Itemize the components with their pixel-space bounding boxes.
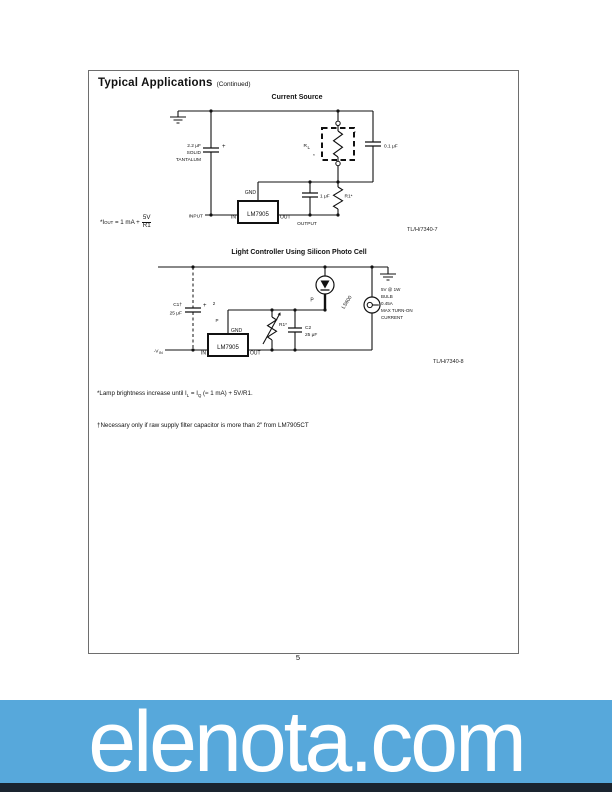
pot-label: R1* bbox=[279, 322, 287, 328]
fig1-input-capacitor: + 2.2 μF SOLID TANTALUM bbox=[176, 143, 226, 163]
fig1-output-label: OUTPUT bbox=[297, 221, 317, 227]
fig2-photocell: P LS600 2 P bbox=[213, 275, 354, 323]
load-label-sub: L bbox=[308, 145, 311, 150]
heading-continued-note: (Continued) bbox=[216, 81, 251, 88]
fn1-a: *Lamp brightness increase until I bbox=[97, 390, 187, 397]
footnote-capacitor: †Necessary only if raw supply filter cap… bbox=[97, 422, 309, 430]
fig2-filter-capacitor: + C1† 25 μF bbox=[170, 267, 207, 350]
fig1-wires bbox=[178, 110, 374, 216]
elenota-banner: elenota.com bbox=[0, 693, 612, 790]
pin-gnd-label: GND bbox=[245, 190, 257, 196]
fig2-ground-icon bbox=[380, 267, 396, 281]
fig1-junction-dots bbox=[209, 109, 340, 217]
cap-value-label: 2.2 μF bbox=[187, 143, 201, 149]
load-mark: * bbox=[354, 130, 356, 136]
fig2-title: Light Controller Using Silicon Photo Cel… bbox=[231, 249, 367, 256]
lamp-spec-4: MAX TURN-ON bbox=[381, 308, 413, 313]
fraction-denominator: R1 bbox=[142, 221, 151, 229]
banner-bottom-strip bbox=[0, 783, 612, 792]
photocell-label: P bbox=[310, 298, 314, 304]
photocell-part: LS600 bbox=[341, 295, 354, 311]
page-number: 5 bbox=[295, 653, 301, 662]
fig1-resistor-r1: R1* bbox=[332, 186, 353, 210]
fn-iout-a: *I bbox=[100, 218, 105, 226]
pin-in-label: IN bbox=[231, 215, 236, 221]
fig1-figure-ref: TL/H/7340-7 bbox=[407, 227, 438, 233]
photocell-pin-number: 2 bbox=[213, 301, 216, 306]
datasheet-page-frame bbox=[88, 70, 519, 654]
lamp-spec-2: BULB bbox=[381, 294, 393, 299]
cap2-label: C2 bbox=[305, 325, 311, 331]
lamp-spec-3: 0.45A bbox=[381, 301, 393, 306]
regulator-part-number: LM7905 bbox=[247, 212, 269, 218]
fn1-b: = I bbox=[189, 390, 198, 397]
fig1-output-capacitor: 0.1 μF bbox=[365, 141, 398, 150]
mid-cap-label: 1 μF bbox=[320, 194, 330, 200]
cap1-value: 25 μF bbox=[170, 311, 182, 317]
load-star: * bbox=[313, 153, 315, 159]
cap-polarity-plus: + bbox=[222, 144, 226, 150]
fig2-wires bbox=[158, 266, 388, 351]
elenota-banner-text: elenota.com bbox=[88, 693, 527, 790]
output-cap-label: 0.1 μF bbox=[384, 144, 398, 150]
cap1-polarity-plus: + bbox=[203, 303, 207, 309]
fn1-sub2: Q bbox=[197, 393, 202, 399]
fig2-potentiometer-r1: R1* bbox=[262, 312, 287, 345]
fn-iout-b: = 1 mA + bbox=[113, 218, 142, 226]
light-controller-schematic: + C1† 25 μF R1* C2 25 μF P LS600 2 P 5V … bbox=[154, 265, 413, 357]
fig2-regulator-box: LM7905 GND IN OUT bbox=[201, 328, 261, 357]
fig1-regulator-box: LM7905 GND IN OUT bbox=[231, 190, 291, 224]
fig2-neg-input-label: -V IN bbox=[154, 349, 163, 356]
cap1-label: C1† bbox=[173, 302, 182, 308]
fig1-input-label: INPUT bbox=[189, 214, 203, 220]
pin-out-label: OUT bbox=[280, 215, 291, 221]
lamp-spec-5: CURRENT bbox=[381, 315, 403, 320]
fig1-load-resistor: R L * * bbox=[304, 120, 356, 167]
fig2-lamp: 5V @ 1W BULB 0.45A MAX TURN-ON CURRENT bbox=[363, 287, 413, 320]
fig1-mid-capacitor: 1 μF bbox=[302, 192, 330, 200]
cap-type-label-1: SOLID bbox=[187, 150, 202, 156]
pin-gnd-label: GND bbox=[231, 328, 243, 334]
regulator-part-number: LM7905 bbox=[217, 345, 239, 351]
pin-out-label: OUT bbox=[250, 351, 261, 357]
fraction-numerator: 5V bbox=[142, 214, 151, 223]
r1-label: R1* bbox=[345, 194, 353, 200]
fig2-capacitor-c2: C2 25 μF bbox=[288, 325, 317, 338]
load-label-r: R bbox=[304, 143, 308, 149]
fig2-junction-dots bbox=[191, 265, 374, 352]
fig1-ground-icon bbox=[170, 111, 186, 124]
lamp-spec-1: 5V @ 1W bbox=[381, 287, 401, 292]
neg-input-text: -V bbox=[154, 349, 160, 355]
footnote-lamp: *Lamp brightness increase until IL = IQ … bbox=[97, 389, 309, 401]
fig2-figure-ref: TL/H/7340-8 bbox=[433, 359, 464, 365]
fig1-title: Current Source bbox=[271, 94, 323, 101]
cap-type-label-2: TANTALUM bbox=[176, 157, 201, 163]
heading-text: Typical Applications bbox=[98, 77, 213, 89]
fn1-sub1: L bbox=[186, 393, 190, 399]
pin-in-label: IN bbox=[201, 351, 206, 357]
cap2-value: 25 μF bbox=[305, 332, 317, 338]
page-footnotes: *Lamp brightness increase until IL = IQ … bbox=[97, 369, 309, 441]
section-heading: Typical Applications (Continued) bbox=[98, 77, 251, 89]
current-source-schematic: + 2.2 μF SOLID TANTALUM R L * * 0.1 μF 1… bbox=[170, 109, 398, 227]
neg-input-sub: IN bbox=[159, 351, 163, 355]
photocell-p-mark: P bbox=[215, 318, 218, 323]
fn-iout-sub: OUT bbox=[104, 219, 114, 225]
fn1-c: (≈ 1 mA) + 5V/R1. bbox=[201, 390, 253, 397]
